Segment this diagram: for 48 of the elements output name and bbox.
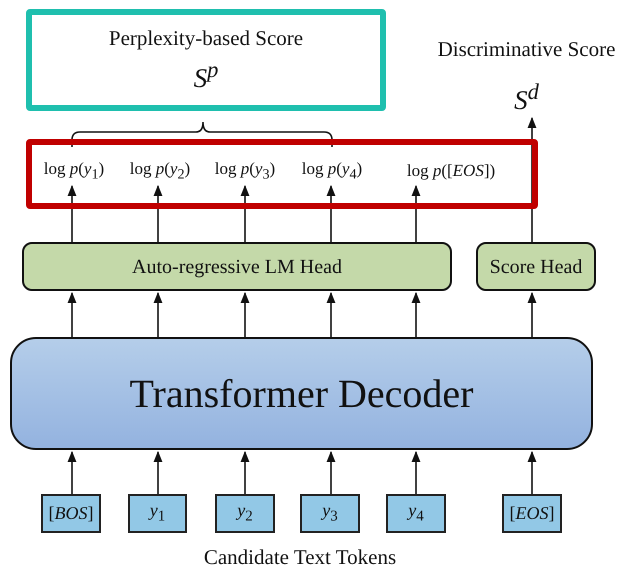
score-symbol: S$^{d}$ bbox=[514, 80, 539, 116]
arrow bbox=[68, 184, 76, 242]
arrow bbox=[528, 116, 536, 242]
token-label: y$_{1}$ bbox=[150, 501, 166, 526]
arrow bbox=[240, 184, 250, 242]
arrow bbox=[240, 450, 250, 494]
arrow bbox=[68, 292, 76, 337]
token-box bbox=[502, 494, 562, 533]
token-label: y$_{2}$ bbox=[237, 501, 253, 526]
token-label: y$_{4}$ bbox=[408, 501, 424, 526]
arrow bbox=[412, 292, 420, 337]
log-probability: log p(y$_{3}$) bbox=[214, 160, 276, 182]
arrow bbox=[412, 450, 420, 494]
token-box bbox=[300, 494, 360, 533]
decoder-label: Transformer Decoder bbox=[130, 372, 474, 416]
arrow bbox=[154, 184, 162, 242]
token-label: [EOS] bbox=[510, 504, 554, 524]
head-box bbox=[22, 242, 452, 291]
token-box bbox=[386, 494, 446, 533]
arrow bbox=[68, 450, 76, 494]
score-title: Discriminative Score bbox=[438, 38, 616, 62]
arrow bbox=[412, 184, 420, 242]
head-label: Score Head bbox=[490, 256, 582, 278]
score-title: Perplexity-based Score bbox=[108, 26, 304, 50]
head-box bbox=[476, 242, 596, 291]
score-symbol: S$^{p}$ bbox=[194, 58, 218, 94]
score-frame bbox=[26, 9, 386, 111]
log-probability: log p(y$_{2}$) bbox=[130, 160, 190, 182]
token-box bbox=[128, 494, 187, 533]
token-box bbox=[215, 494, 275, 533]
arrow bbox=[326, 184, 336, 242]
log-probability: log p(y$_{4}$) bbox=[302, 160, 362, 182]
arrow bbox=[154, 292, 162, 337]
arrow bbox=[528, 292, 536, 337]
head-label: Auto-regressive LM Head bbox=[132, 256, 342, 278]
highlight-frame bbox=[26, 139, 538, 209]
arrow bbox=[326, 450, 336, 494]
token-label: [BOS] bbox=[48, 504, 94, 524]
log-probability: log p(y$_{1}$) bbox=[44, 160, 104, 182]
token-box bbox=[41, 494, 101, 533]
arrow bbox=[326, 292, 336, 337]
arrow bbox=[240, 292, 250, 337]
caption: Candidate Text Tokens bbox=[202, 546, 398, 570]
decoder-box bbox=[10, 337, 593, 450]
log-probability: log p([EOS]) bbox=[406, 162, 496, 180]
arrow bbox=[154, 450, 162, 494]
arrow bbox=[528, 450, 536, 494]
token-label: y$_{3}$ bbox=[322, 501, 338, 526]
